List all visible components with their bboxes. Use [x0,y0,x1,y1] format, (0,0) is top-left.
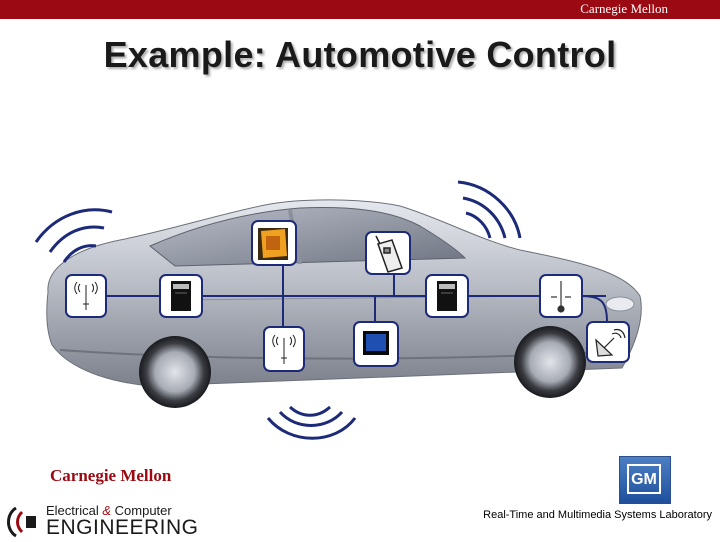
node-ecu-left [159,274,203,318]
front-wheel [514,326,586,398]
wireless-waves-left [34,208,113,263]
antenna-icon [74,281,98,310]
node-display-top [251,220,297,266]
control-module-icon [171,281,191,311]
temperature-sensor-icon [551,281,571,313]
ece-logo-line1: Electrical & Computer [46,503,172,518]
ece-emblem-icon [7,506,36,538]
node-ecu-right [425,274,469,318]
antenna-icon [272,334,296,364]
node-satellite [586,321,630,363]
wireless-waves-bottom [266,405,357,440]
screen-icon [363,331,389,355]
node-antenna-left [65,274,107,318]
satellite-dish-icon [595,328,626,357]
mobile-phone-icon [375,235,403,273]
gm-logo-text: GM [631,471,657,488]
wireless-waves-right [457,180,522,239]
ece-logo: Electrical & Computer ENGINEERING [4,500,198,540]
header-brand: Carnegie Mellon [580,1,668,16]
node-antenna-bottom [263,326,305,372]
lab-name: Real-Time and Multimedia Systems Laborat… [483,509,712,521]
ece-logo-line2: ENGINEERING [46,516,199,539]
dashboard-display-icon [258,228,288,260]
rear-wheel [139,336,211,408]
node-sensor [539,274,583,318]
control-module-icon [437,281,457,311]
gm-logo: GM [619,456,671,504]
node-phone [365,231,411,275]
headlight [605,296,635,312]
top-bar: Carnegie Mellon [0,0,720,19]
node-screen [353,321,399,367]
car-image [46,199,642,408]
automotive-network-diagram [34,180,642,440]
slide-title: Example: Automotive Control [103,34,617,75]
cmu-logo: Carnegie Mellon [50,466,172,485]
